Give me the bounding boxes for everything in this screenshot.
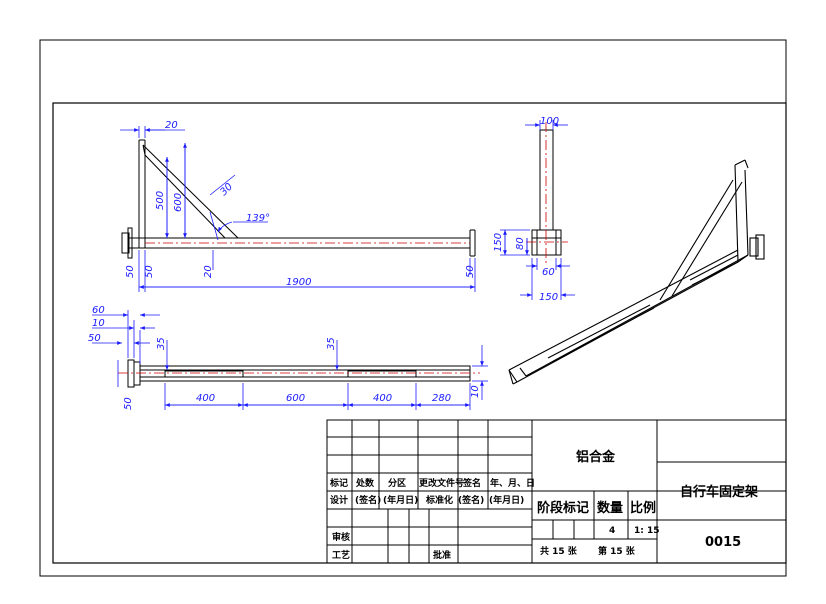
drawing-number: 0015 xyxy=(705,535,741,550)
dim-front-600: 600 xyxy=(173,193,184,212)
dim-top-400-a: 400 xyxy=(196,393,215,404)
dim-top-600: 600 xyxy=(286,393,305,404)
dim-side-80: 80 xyxy=(515,237,526,250)
design-label: 设计 xyxy=(330,494,348,506)
review-label: 审核 xyxy=(332,531,350,543)
side-view-dimensions xyxy=(500,120,575,300)
top-view-dimensions xyxy=(92,310,488,410)
dim-front-20: 20 xyxy=(203,265,214,278)
dim-side-60: 60 xyxy=(542,267,555,278)
dim-front-angle: 139° xyxy=(246,213,270,224)
part-name: 自行车固定架 xyxy=(680,484,758,500)
design-date: (年月日) xyxy=(383,494,418,506)
header-zone: 分区 xyxy=(388,477,406,489)
dim-side-150: 150 xyxy=(493,233,504,252)
process-label: 工艺 xyxy=(332,549,350,561)
approve-label: 批准 xyxy=(433,549,451,561)
material-label: 铝合金 xyxy=(576,449,616,465)
quantity-value: 4 xyxy=(609,526,615,536)
total-sheets: 共 15 张 xyxy=(540,545,578,557)
quantity-label: 数量 xyxy=(597,500,623,516)
dim-top-35-mid: 35 xyxy=(326,337,337,350)
dim-top-50-left: 50 xyxy=(123,397,134,410)
scale-label: 比例 xyxy=(630,500,656,516)
dim-front-foot-inner: 50 xyxy=(144,265,155,278)
standardization-date: (年月日) xyxy=(489,494,524,506)
standardization-signature: (签名) xyxy=(458,494,484,506)
dim-front-length: 1900 xyxy=(286,277,311,288)
dim-front-end: 50 xyxy=(465,265,476,278)
front-view xyxy=(121,139,476,259)
side-view xyxy=(526,122,568,265)
title-block xyxy=(326,419,787,564)
dim-front-top-width: 20 xyxy=(165,120,178,131)
inner-frame xyxy=(52,102,787,564)
dim-side-top: 100 xyxy=(540,116,559,127)
dim-top-60: 60 xyxy=(92,305,105,316)
dim-front-brace-width: 30 xyxy=(218,181,235,198)
dim-front-500: 500 xyxy=(155,191,166,210)
dim-top-10-right: 10 xyxy=(470,385,481,398)
design-signature: (签名) xyxy=(355,494,381,506)
standardization-label: 标准化 xyxy=(425,494,453,506)
dim-top-10: 10 xyxy=(92,318,105,329)
dim-top-280: 280 xyxy=(432,393,451,404)
header-count: 处数 xyxy=(355,477,375,489)
isometric-view xyxy=(508,159,765,385)
header-signature: 签名 xyxy=(462,477,481,489)
stage-label: 阶段标记 xyxy=(537,500,589,516)
header-change-doc: 更改文件号 xyxy=(419,477,464,489)
header-marker: 标记 xyxy=(329,477,348,489)
front-view-dimensions xyxy=(120,126,476,292)
dim-top-50: 50 xyxy=(88,333,101,344)
dim-side-150-bottom: 150 xyxy=(539,292,558,303)
header-date: 年、月、日 xyxy=(490,477,535,489)
dim-top-35-left: 35 xyxy=(156,337,167,350)
dim-front-foot-left: 50 xyxy=(125,265,136,278)
scale-value: 1: 15 xyxy=(634,526,660,536)
dim-top-400-b: 400 xyxy=(373,393,392,404)
sheet-number: 第 15 张 xyxy=(598,545,636,557)
top-view xyxy=(118,359,480,388)
